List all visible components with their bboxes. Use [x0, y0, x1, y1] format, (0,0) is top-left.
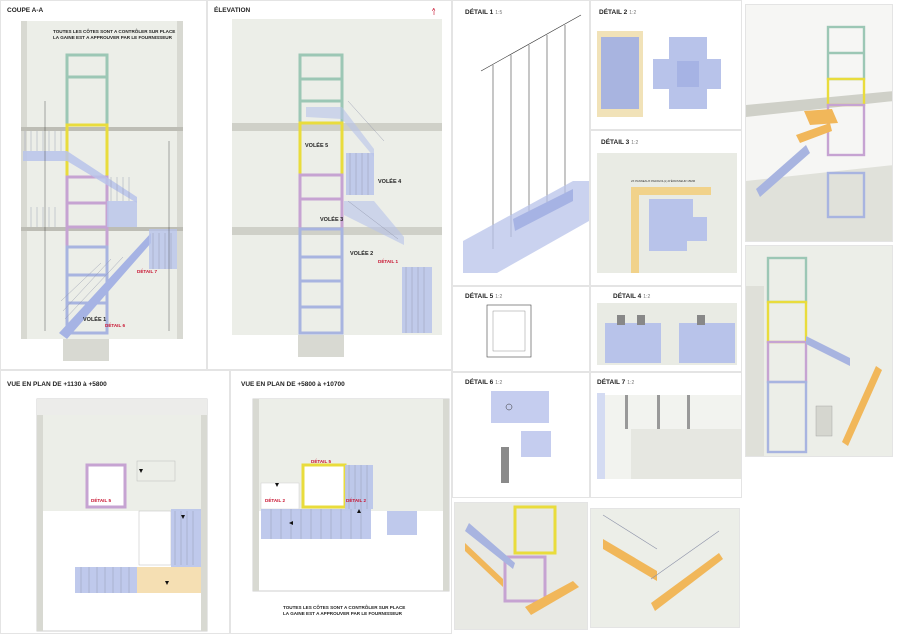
- label-detail-1: DÉTAIL 1: [378, 259, 398, 264]
- render-view-bottom-middle: [590, 508, 740, 628]
- plan-2-drawing: [252, 398, 450, 592]
- coupe-drawing: [21, 21, 183, 361]
- render-view-bottom-left: [454, 502, 588, 630]
- panel-title: ÉLEVATION: [214, 7, 251, 14]
- note-line-2: LA GAINE EST A APPROUVER PAR LE FOURNISS…: [283, 611, 402, 616]
- detail-5-drawing: [486, 304, 532, 358]
- elevation-drawing: [232, 11, 442, 357]
- note-line-2: LA GAINE EST A APPROUVER PAR LE FOURNISS…: [53, 35, 172, 40]
- render-3d-2: [746, 246, 892, 456]
- label-detail-6: DÉTAIL 6: [105, 323, 125, 328]
- render-3d-1: [746, 5, 892, 241]
- detail-3-drawing: [597, 153, 737, 273]
- label-volee-2: VOLÉE 2: [350, 251, 374, 257]
- label-volee-3: VOLÉE 3: [320, 217, 344, 223]
- note-line-1: TOUTES LES CÔTES SONT A CONTRÔLER SUR PL…: [283, 605, 406, 610]
- panel-elevation: ÉLEVATION A VOLÉE 5 VOLÉE 4 VOLÉE 3 VOLÉ…: [207, 0, 452, 370]
- panel-plan-2: VUE EN PLAN DE +5800 à +10700 DÉTAIL 5 D…: [230, 370, 452, 634]
- detail-2-drawing: [597, 31, 721, 117]
- label-detail-5: DÉTAIL 5: [91, 498, 111, 503]
- plan-1-drawing: [36, 398, 208, 632]
- panel-title: VUE EN PLAN DE +5800 à +10700: [241, 381, 345, 388]
- detail-7-drawing: [597, 393, 741, 479]
- render-view-top-right: [745, 4, 893, 242]
- render-3d-3: [455, 503, 587, 629]
- panel-plan-1: VUE EN PLAN DE +1130 à +5800 DÉTAIL 5: [0, 370, 230, 634]
- label-volee-5: VOLÉE 5: [305, 143, 329, 149]
- panel-title: COUPE A-A: [7, 7, 44, 14]
- detail-4-drawing: [597, 303, 737, 365]
- panel-title: VUE EN PLAN DE +1130 à +5800: [7, 381, 107, 388]
- section-marker-a: A: [432, 7, 436, 12]
- label-detail-2-left: DÉTAIL 2: [265, 498, 285, 503]
- note-line-1: TOUTES LES CÔTES SONT A CONTRÔLER SUR PL…: [53, 29, 176, 34]
- label-detail-7: DÉTAIL 7: [137, 269, 157, 274]
- label-detail-2-right: DÉTAIL 2: [346, 498, 366, 503]
- label-volee-1: VOLÉE 1: [83, 317, 107, 323]
- label-detail-5: DÉTAIL 5: [311, 459, 331, 464]
- render-3d-4: [591, 509, 739, 627]
- detail-6-drawing: [491, 391, 551, 483]
- label-volee-4: VOLÉE 4: [378, 179, 402, 185]
- detail-1-drawing: [463, 14, 589, 273]
- detail-3-callout: 2X PANNEAUX PARAVOL(L) D'ÉPAISSEUR 15MM: [631, 179, 696, 183]
- render-view-middle-right: [745, 245, 893, 457]
- panel-coupe-a-a: COUPE A-A TOUTES LES CÔTES SONT A CONTRÔ…: [0, 0, 207, 370]
